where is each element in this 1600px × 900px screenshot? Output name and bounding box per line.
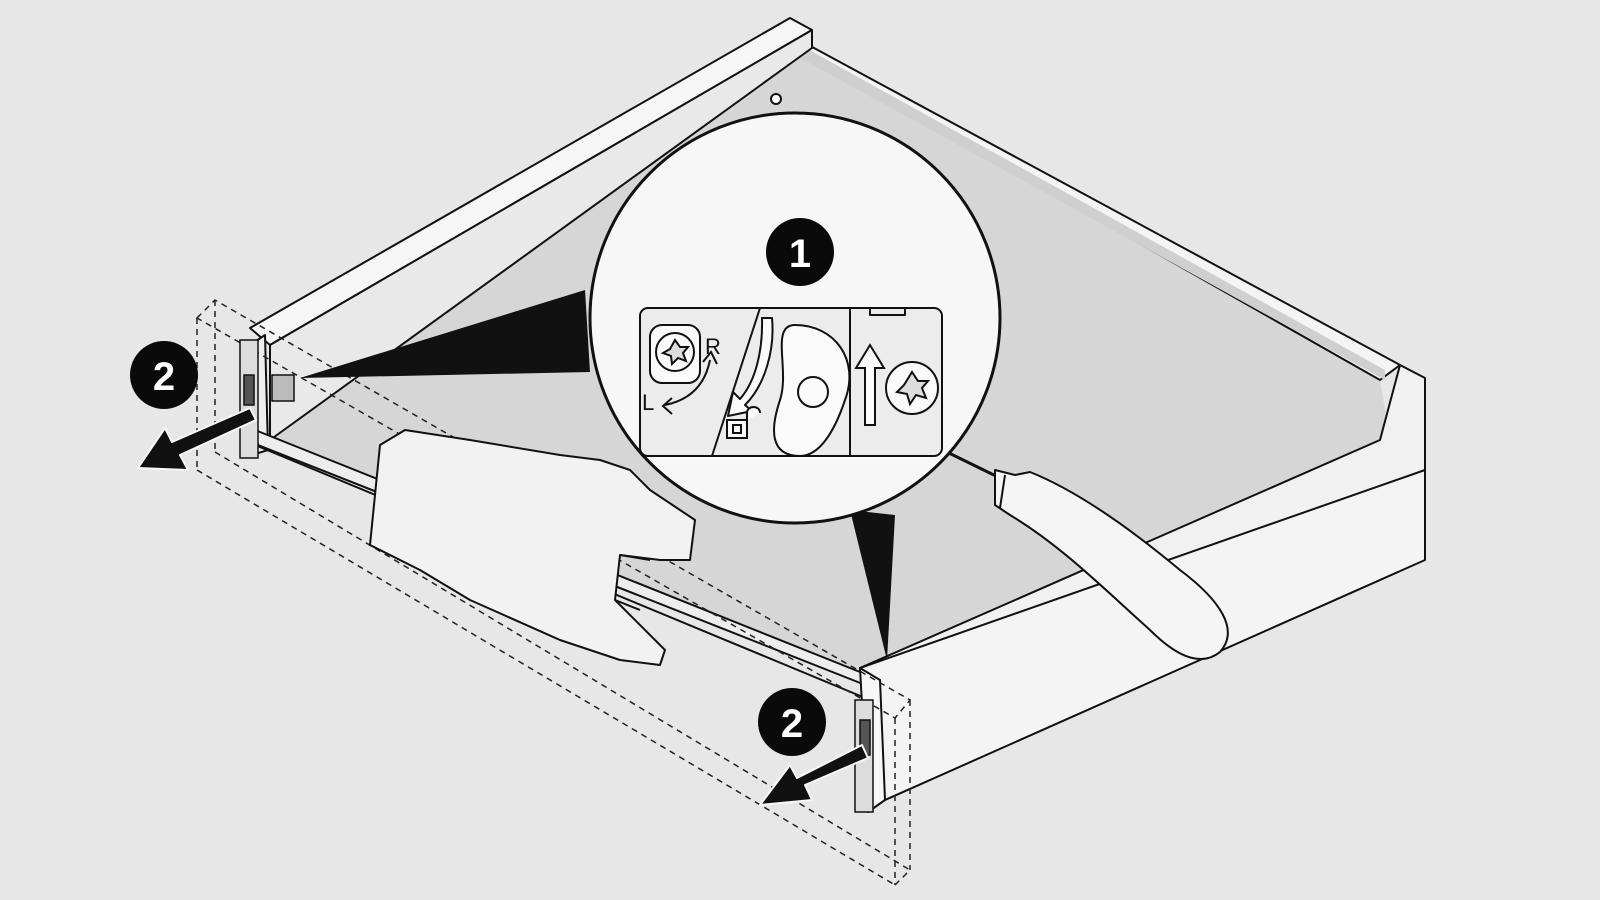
step-number-1: 1 bbox=[789, 232, 811, 276]
step-number-2-right: 2 bbox=[781, 702, 803, 746]
step-number-2-left: 2 bbox=[153, 355, 175, 399]
step-badge-2-right: 2 bbox=[758, 688, 826, 756]
torx-screw-icon bbox=[649, 324, 701, 384]
detail-magnifier: R L bbox=[588, 111, 1002, 525]
unlock-icon bbox=[726, 406, 761, 439]
torx-screw-right-icon bbox=[885, 361, 939, 415]
up-arrow-icon bbox=[854, 343, 886, 426]
runner-clip-left bbox=[239, 339, 295, 459]
label-left: L bbox=[642, 390, 654, 415]
callout-wedge-left bbox=[300, 290, 590, 378]
unlock-arrow-icon bbox=[727, 317, 774, 417]
pull-arrow-icon bbox=[137, 407, 257, 471]
rotate-arrow-icon bbox=[661, 350, 718, 415]
step-badge-1: 1 bbox=[766, 218, 834, 286]
label-right: R bbox=[705, 334, 721, 359]
hand-icon bbox=[369, 429, 696, 666]
step-badge-2-left: 2 bbox=[130, 341, 198, 409]
pull-arrow-right-icon bbox=[759, 744, 869, 806]
torx-screw-center-icon bbox=[797, 376, 829, 408]
callout-wedge-bottom bbox=[850, 510, 895, 660]
